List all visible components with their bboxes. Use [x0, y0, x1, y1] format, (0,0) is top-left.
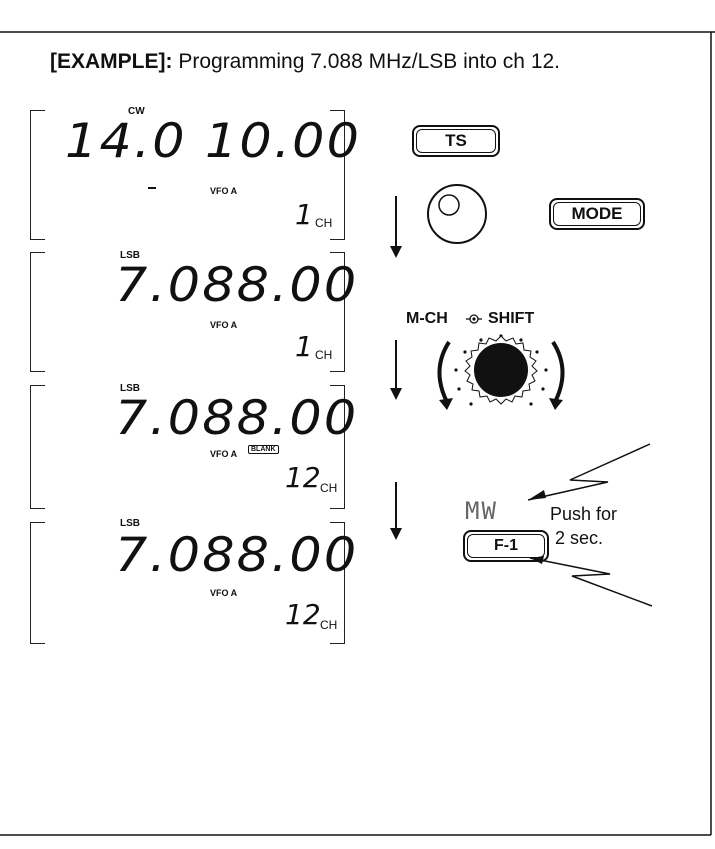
mode-indicator: LSB: [120, 250, 140, 261]
main-dial-icon[interactable]: [425, 182, 489, 246]
mw-indicator: MW: [465, 497, 498, 525]
title-text: Programming 7.088 MHz/LSB into ch 12.: [172, 50, 561, 73]
step-arrow-3: [390, 482, 402, 540]
minus-indicator: [148, 187, 156, 189]
frequency-readout: 7.088.00: [115, 258, 359, 313]
signal-lines-icon: [527, 443, 653, 607]
mode-indicator: CW: [128, 106, 145, 117]
vfo-indicator: VFO A: [210, 186, 238, 196]
lcd-display-4: LSB 7.088.00 VFO A 12 CH: [30, 518, 356, 644]
lcd-display-3: LSB 7.088.00 VFO A BLANK 12 CH: [30, 383, 356, 509]
vfo-indicator: VFO A: [210, 449, 238, 459]
frequency-readout: 14.0 10.00: [65, 114, 362, 169]
step-arrow-1: [390, 196, 402, 258]
channel-number: 1: [295, 198, 313, 231]
page-title: [EXAMPLE]: Programming 7.088 MHz/LSB int…: [50, 50, 560, 74]
channel-label: CH: [315, 216, 333, 230]
channel-label: CH: [320, 481, 338, 495]
mode-indicator: LSB: [120, 383, 140, 394]
frequency-readout: 7.088.00: [115, 391, 359, 446]
lcd-display-2: LSB 7.088.00 VFO A 1 CH: [30, 250, 356, 372]
mch-shift-dial-icon[interactable]: [425, 328, 585, 418]
vfo-indicator: VFO A: [210, 588, 238, 598]
ts-key-label: TS: [416, 129, 496, 153]
step-arrow-2: [390, 340, 402, 400]
ts-key[interactable]: TS: [412, 125, 500, 157]
push-line-2: 2 sec.: [555, 528, 604, 548]
example-prefix: [EXAMPLE]:: [50, 50, 173, 73]
channel-label: CH: [315, 348, 333, 362]
mch-label: M-CH: [406, 310, 448, 327]
mode-indicator: LSB: [120, 518, 140, 529]
dial-indicator-icon: [466, 314, 482, 324]
f1-key-label: F-1: [467, 534, 545, 558]
channel-number: 12: [285, 461, 321, 494]
channel-number: 1: [295, 330, 313, 363]
channel-label: CH: [320, 618, 338, 632]
lcd-display-1: CW 14.0 10.00 VFO A 1 CH: [30, 106, 359, 240]
channel-number: 12: [285, 598, 321, 631]
vfo-indicator: VFO A: [210, 320, 238, 330]
frequency-readout: 7.088.00: [115, 528, 359, 583]
mode-key[interactable]: MODE: [549, 198, 645, 230]
f1-key[interactable]: F-1: [463, 530, 549, 562]
mode-key-label: MODE: [553, 202, 641, 226]
shift-label: SHIFT: [488, 310, 535, 327]
blank-indicator: BLANK: [248, 445, 279, 454]
push-line-1: Push for: [550, 504, 618, 524]
push-instruction: Push for 2 sec.: [550, 502, 617, 550]
